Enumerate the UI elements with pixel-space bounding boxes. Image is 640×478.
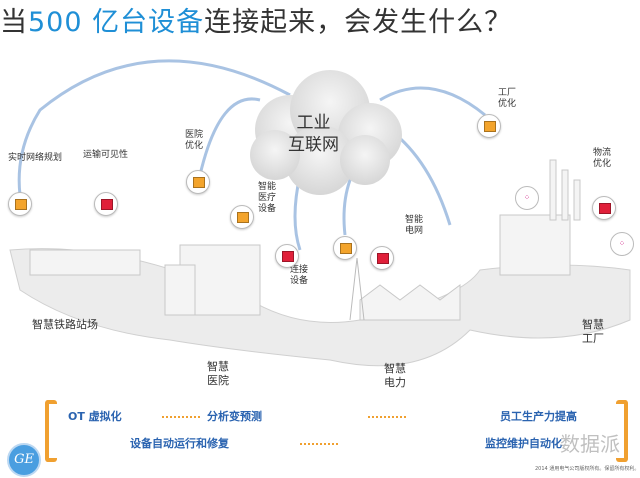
benefit-productivity: 员工生产力提高 [500, 410, 577, 423]
label-hospital-opt: 医院优化 [185, 130, 204, 151]
label-transport: 运输可见性 [83, 150, 129, 160]
device-cube-icon [186, 170, 210, 194]
ge-logo: GE [7, 443, 41, 477]
dotted-line [162, 416, 200, 418]
area-factory: 智慧工厂 [582, 318, 604, 345]
dots-icon: ⁘ [610, 232, 634, 256]
right-bracket [616, 400, 628, 462]
area-power: 智慧电力 [384, 362, 406, 389]
label-smart-grid: 智能电网 [405, 215, 424, 236]
dots-icon: ⁘ [515, 186, 539, 210]
area-hospital: 智慧医院 [207, 360, 229, 387]
device-cube-icon [370, 246, 394, 270]
cloud-line1: 工业 [296, 113, 331, 133]
label-smart-medical: 智能医疗设备 [258, 182, 277, 214]
benefit-auto-repair: 设备自动运行和修复 [130, 437, 229, 450]
left-bracket [45, 400, 57, 462]
title-post: 连接起来，会发生什么？ [204, 7, 513, 38]
label-connected: 连接设备 [290, 265, 309, 286]
cloud-label: 工业互联网 [288, 112, 339, 156]
benefit-ot: OT 虚拟化 [68, 410, 122, 423]
device-cube-icon [8, 192, 32, 216]
page-title: 当500 亿台设备连接起来，会发生什么？ [0, 0, 640, 39]
device-cube-icon [94, 192, 118, 216]
label-logistics: 物流优化 [593, 148, 612, 169]
copyright: 2014 通用电气公司版权所有。保留所有权利。 [535, 466, 640, 472]
buildings [29, 159, 581, 321]
dotted-line [368, 416, 406, 418]
device-cube-icon [275, 244, 299, 268]
benefit-analysis: 分析变预测 [207, 410, 262, 423]
title-pre: 当 [0, 7, 28, 38]
benefit-monitor: 监控维护自动化 [485, 437, 562, 450]
device-cube-icon [333, 236, 357, 260]
watermark: 数据派 [560, 432, 620, 456]
label-factory-opt: 工厂优化 [498, 88, 517, 109]
device-cube-icon [592, 196, 616, 220]
dotted-line [300, 443, 338, 445]
cloud-line2: 互联网 [288, 135, 339, 155]
cloud [250, 70, 402, 195]
title-highlight: 500 亿台设备 [28, 7, 205, 38]
device-cube-icon [230, 205, 254, 229]
device-cube-icon [477, 114, 501, 138]
area-rail: 智慧铁路站场 [32, 318, 98, 331]
label-realtime: 实时网络规划 [8, 153, 63, 163]
